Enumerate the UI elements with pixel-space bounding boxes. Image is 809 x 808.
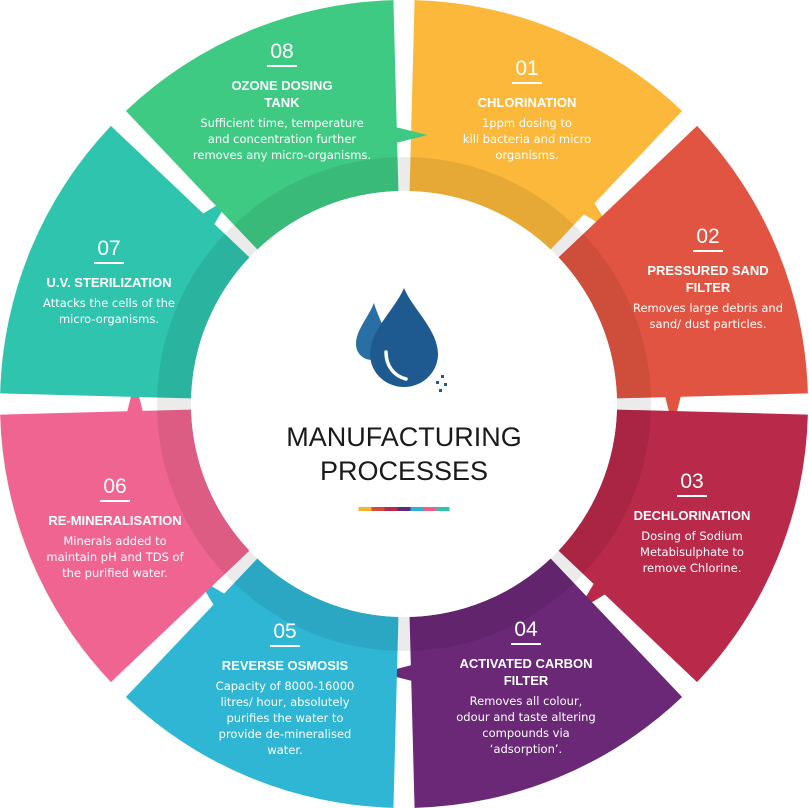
step-title: ACTIVATED CARBON: [459, 656, 592, 671]
step-number: 04: [514, 618, 538, 641]
accent-swatch: [384, 507, 398, 511]
step-description: litres/ hour, absolutely: [220, 695, 349, 709]
inner-ring-band: [157, 157, 651, 651]
step-title: CHLORINATION: [478, 95, 577, 110]
step-description: sand/ dust particles.: [650, 317, 767, 331]
step-uv-sterilization: 07U.V. STERILIZATION Attacks the cells of…: [43, 237, 175, 326]
step-description: remove Chlorine.: [643, 561, 742, 575]
segment-activated-carbon-filter: [409, 558, 683, 808]
step-title: FILTER: [504, 673, 549, 688]
step-description: odour and taste altering: [456, 710, 595, 724]
segment-reverse-osmosis: [125, 558, 399, 808]
step-description: organisms.: [495, 148, 558, 162]
step-number-underline: [677, 495, 707, 497]
color-accent-bar: [358, 507, 450, 511]
segment-pointer-ozone-dosing-tank: [376, 122, 428, 148]
step-description: water.: [267, 743, 302, 757]
step-description: ‘adsorption’.: [490, 742, 562, 756]
center-title-line2: PROCESSES: [320, 456, 488, 486]
step-description: 1ppm dosing to: [482, 116, 572, 130]
step-number-underline: [511, 643, 541, 645]
step-number-underline: [693, 250, 723, 252]
step-description: Removes all colour,: [470, 694, 583, 708]
step-description: compounds via: [482, 726, 569, 740]
accent-swatch: [371, 507, 385, 511]
step-title: OZONE DOSING: [231, 78, 332, 93]
accent-swatch: [358, 507, 372, 511]
step-title: U.V. STERILIZATION: [47, 275, 172, 290]
step-number: 02: [696, 225, 719, 248]
step-description: micro-organisms.: [59, 312, 159, 326]
center-disc: [191, 191, 617, 617]
step-number-underline: [512, 82, 542, 84]
segment-pointer-re-mineralisation: [122, 380, 148, 432]
step-description: and concentration further: [208, 132, 357, 146]
step-number: 07: [97, 237, 120, 260]
step-number-underline: [100, 500, 130, 502]
step-description: Attacks the cells of the: [43, 296, 175, 310]
center-title-line1: MANUFACTURING: [286, 422, 522, 452]
accent-swatch: [397, 507, 411, 511]
step-number: 08: [270, 40, 293, 63]
segment-pressured-sand-filter: [558, 125, 808, 399]
step-description: Minerals added to: [63, 534, 166, 548]
step-description: removes any micro-organisms.: [193, 148, 371, 162]
segment-re-mineralisation: [0, 409, 250, 683]
step-description: maintain pH and TDS of: [46, 550, 184, 564]
segment-pointer-activated-carbon-filter: [380, 660, 432, 686]
step-title: TANK: [264, 95, 300, 110]
step-title: DECHLORINATION: [634, 508, 751, 523]
segment-uv-sterilization: [0, 125, 250, 399]
step-number: 06: [103, 475, 126, 498]
step-description: Metabisulphate to: [640, 545, 744, 559]
step-description: kill bacteria and micro: [463, 132, 591, 146]
segment-dechlorination: [558, 409, 808, 683]
step-number: 03: [680, 470, 703, 493]
step-description: Dosing of Sodium: [641, 529, 742, 543]
center-hub: MANUFACTURING PROCESSES: [191, 191, 617, 617]
step-description: Removes large debris and: [633, 301, 783, 315]
step-description: Capacity of 8000-16000: [216, 679, 355, 693]
step-number-underline: [94, 262, 124, 264]
step-number: 01: [515, 57, 538, 80]
step-description: the purified water.: [62, 566, 168, 580]
segment-chlorination: [409, 0, 683, 250]
accent-swatch: [410, 507, 424, 511]
step-description: provide de-mineralised: [219, 727, 352, 741]
segment-ozone-dosing-tank: [125, 0, 399, 250]
step-number-underline: [267, 65, 297, 67]
step-title: REVERSE OSMOSIS: [222, 658, 349, 673]
step-number: 05: [273, 620, 296, 643]
water-drops-icon: [356, 288, 447, 392]
accent-swatch: [423, 507, 437, 511]
accent-swatch: [436, 507, 450, 511]
step-title: FILTER: [686, 280, 731, 295]
step-title: RE-MINERALISATION: [48, 513, 181, 528]
step-number-underline: [270, 645, 300, 647]
step-description: Sufficient time, temperature: [200, 116, 363, 130]
step-description: purifies the water to: [227, 711, 344, 725]
segment-pointer-pressured-sand-filter: [660, 376, 686, 428]
step-title: PRESSURED SAND: [647, 263, 768, 278]
